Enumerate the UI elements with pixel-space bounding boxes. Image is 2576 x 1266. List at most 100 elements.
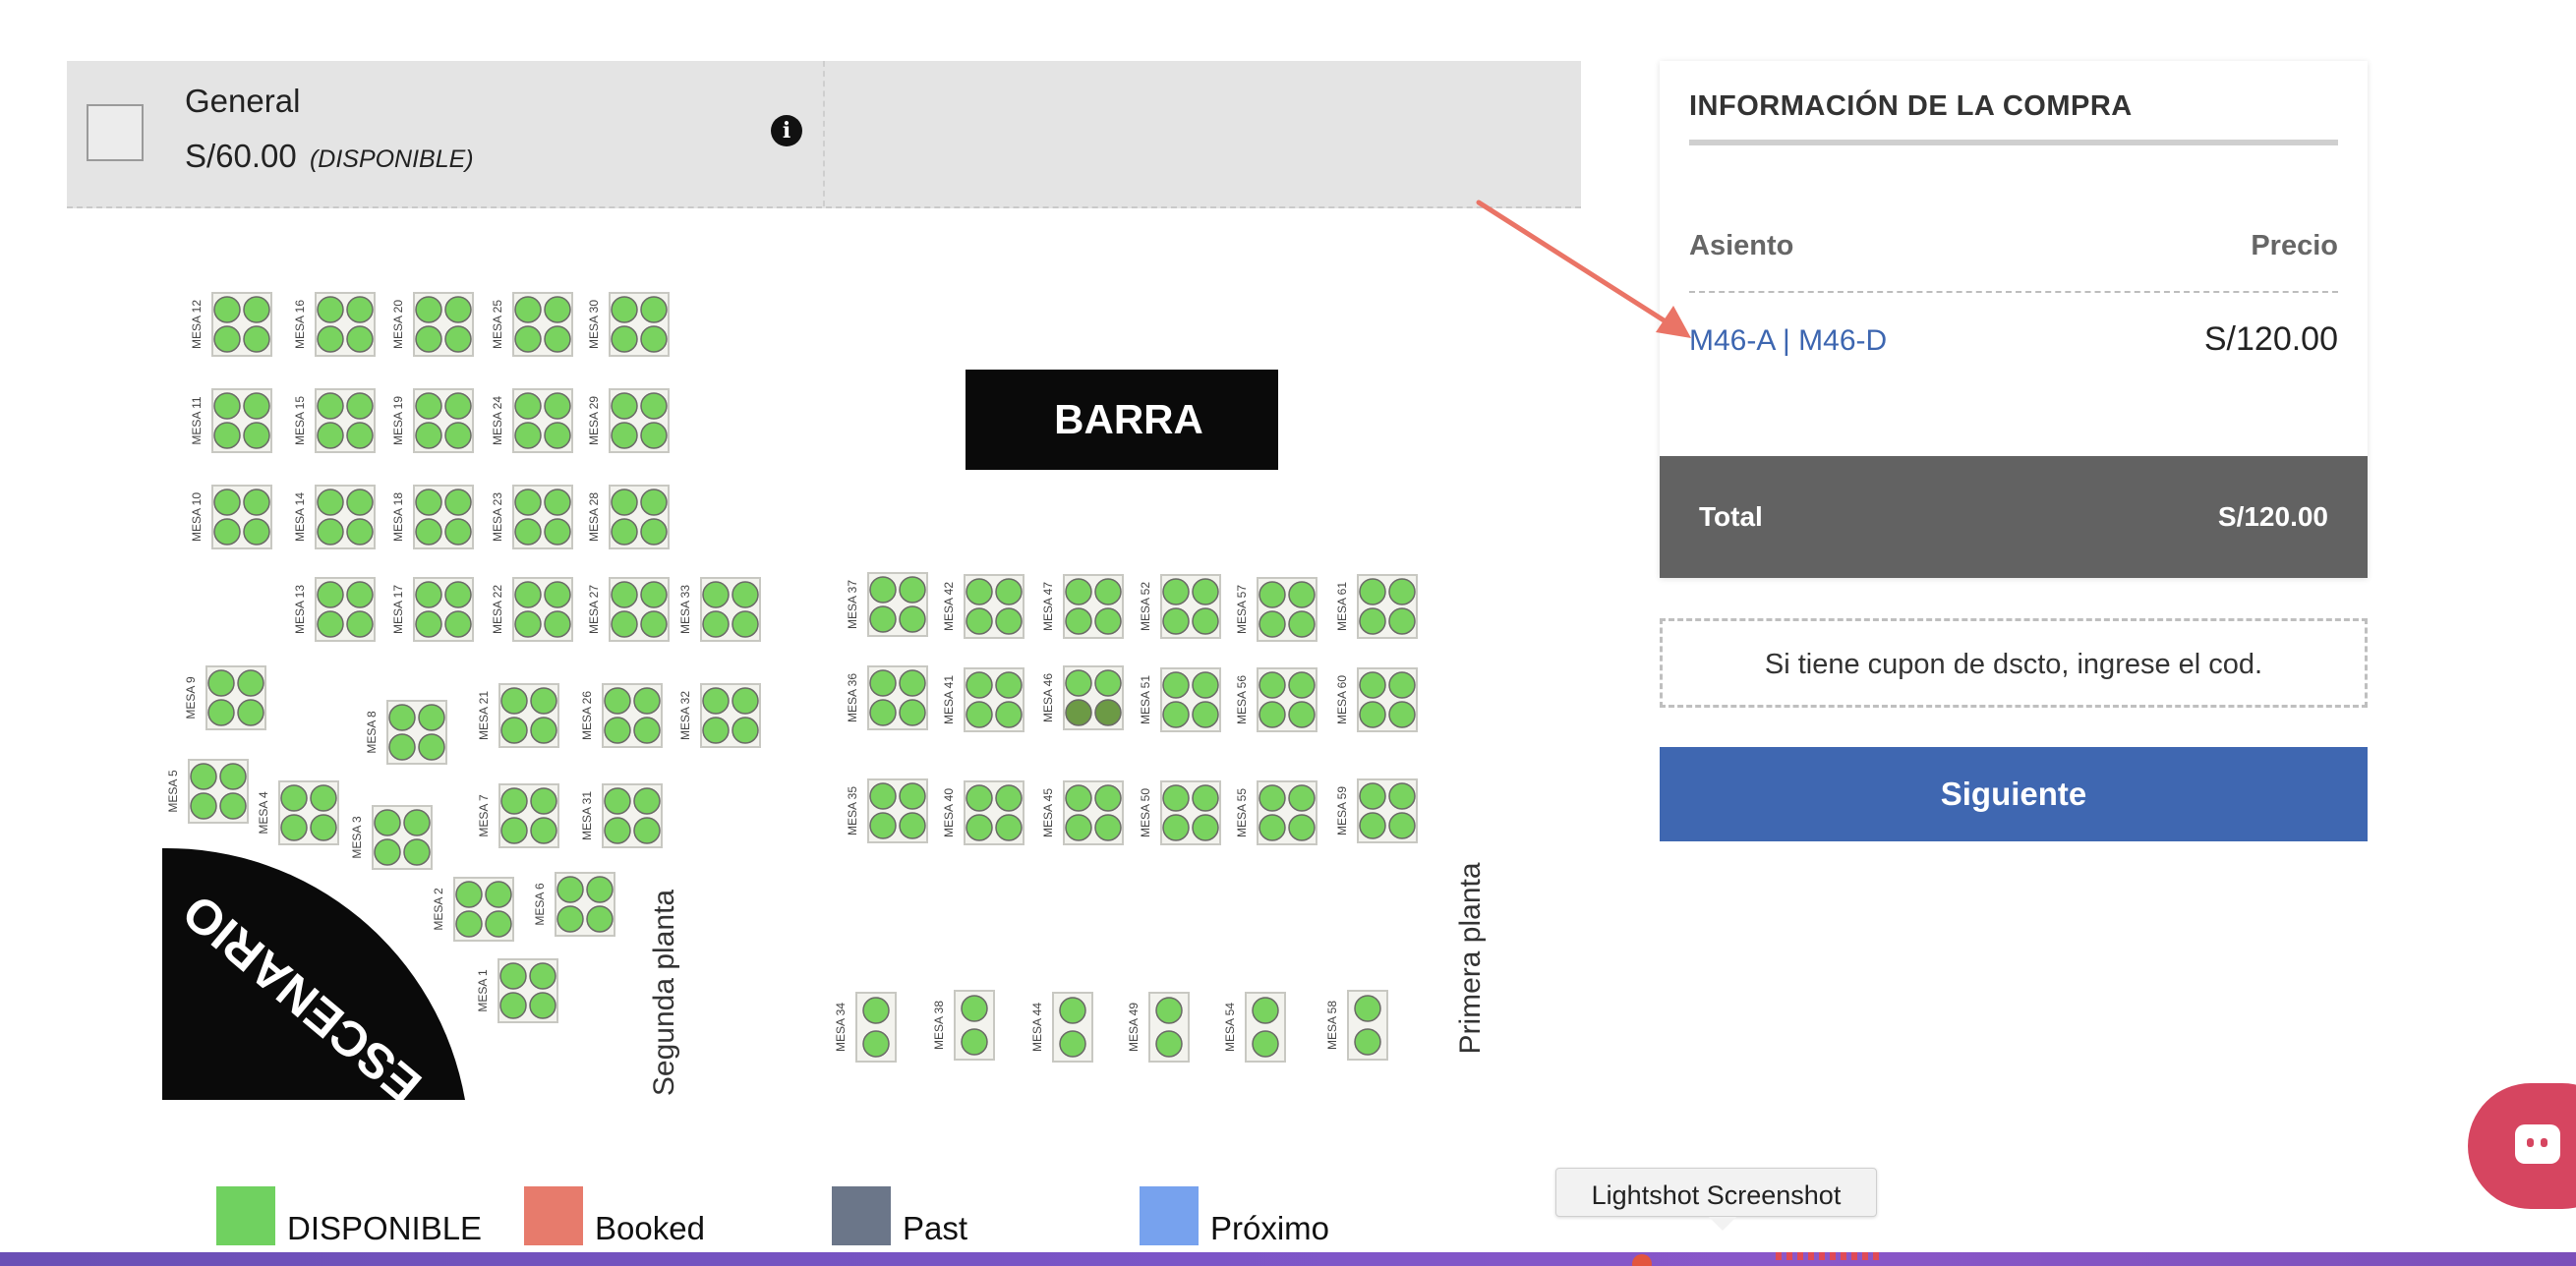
seat[interactable] — [529, 992, 556, 1019]
seat[interactable] — [317, 489, 344, 516]
seat[interactable] — [415, 392, 442, 420]
next-button[interactable]: Siguiente — [1660, 747, 2368, 841]
chat-bot-button[interactable] — [2468, 1083, 2576, 1209]
seat[interactable] — [869, 699, 897, 726]
table-mesa-36[interactable]: MESA 36 — [846, 665, 928, 730]
seat[interactable] — [530, 787, 557, 815]
seat[interactable] — [280, 784, 308, 812]
seat[interactable] — [415, 610, 442, 638]
seat[interactable] — [415, 422, 442, 449]
seat[interactable] — [611, 518, 638, 546]
seat[interactable] — [611, 489, 638, 516]
seat[interactable] — [317, 610, 344, 638]
seat[interactable] — [869, 669, 897, 697]
table-mesa-22[interactable]: MESA 22 — [491, 577, 573, 642]
seat[interactable] — [1288, 784, 1316, 812]
table-mesa-41[interactable]: MESA 41 — [942, 667, 1025, 732]
seat[interactable] — [1094, 578, 1122, 605]
seat[interactable] — [207, 699, 235, 726]
seat[interactable] — [869, 782, 897, 810]
selected-seats-link[interactable]: M46-A | M46-D — [1689, 324, 1888, 357]
seat[interactable] — [702, 610, 730, 638]
seat[interactable] — [640, 296, 668, 323]
seat[interactable] — [611, 325, 638, 353]
seat[interactable] — [444, 422, 472, 449]
table-mesa-51[interactable]: MESA 51 — [1139, 667, 1221, 732]
seat[interactable] — [611, 581, 638, 608]
seat[interactable] — [702, 581, 730, 608]
seat[interactable] — [1288, 671, 1316, 699]
info-icon[interactable]: i — [771, 115, 802, 146]
seat[interactable] — [444, 518, 472, 546]
coupon-code-field[interactable]: Si tiene cupon de dscto, ingrese el cod. — [1660, 618, 2368, 708]
seat[interactable] — [243, 392, 270, 420]
table-mesa-2[interactable]: MESA 2 — [432, 877, 514, 942]
seat[interactable] — [243, 422, 270, 449]
seat[interactable] — [243, 518, 270, 546]
table-mesa-15[interactable]: MESA 15 — [293, 388, 376, 453]
seat[interactable] — [966, 578, 993, 605]
seat[interactable] — [1192, 784, 1219, 812]
table-mesa-58[interactable]: MESA 58 — [1325, 990, 1388, 1061]
seat[interactable] — [1288, 581, 1316, 608]
table-mesa-29[interactable]: MESA 29 — [587, 388, 670, 453]
seat[interactable] — [611, 296, 638, 323]
seat[interactable] — [995, 578, 1023, 605]
table-mesa-11[interactable]: MESA 11 — [190, 388, 272, 453]
seat[interactable] — [869, 605, 897, 633]
table-mesa-25[interactable]: MESA 25 — [491, 292, 573, 357]
table-mesa-16[interactable]: MESA 16 — [293, 292, 376, 357]
seat[interactable] — [530, 817, 557, 844]
ticket-select-checkbox[interactable] — [87, 104, 144, 161]
seat[interactable] — [1059, 1030, 1086, 1058]
seat[interactable] — [1354, 995, 1381, 1022]
seat[interactable] — [499, 992, 527, 1019]
seat[interactable] — [444, 325, 472, 353]
table-mesa-49[interactable]: MESA 49 — [1127, 992, 1190, 1063]
seat[interactable] — [966, 784, 993, 812]
seat[interactable] — [310, 814, 337, 841]
table-mesa-60[interactable]: MESA 60 — [1335, 667, 1418, 732]
seat[interactable] — [485, 910, 512, 938]
seat[interactable] — [1094, 607, 1122, 635]
table-mesa-61[interactable]: MESA 61 — [1335, 574, 1418, 639]
seat[interactable] — [243, 325, 270, 353]
seat[interactable] — [514, 296, 542, 323]
seat[interactable] — [1388, 607, 1416, 635]
seat[interactable] — [418, 704, 445, 731]
seat[interactable] — [280, 814, 308, 841]
seat[interactable] — [1162, 578, 1190, 605]
seat[interactable] — [1388, 578, 1416, 605]
table-mesa-19[interactable]: MESA 19 — [391, 388, 474, 453]
seat[interactable] — [1065, 814, 1092, 841]
seat[interactable] — [995, 814, 1023, 841]
seat[interactable] — [415, 518, 442, 546]
seat[interactable] — [1065, 578, 1092, 605]
seat[interactable] — [444, 489, 472, 516]
table-mesa-38[interactable]: MESA 38 — [932, 990, 995, 1061]
seat[interactable] — [1162, 607, 1190, 635]
seat[interactable] — [1192, 814, 1219, 841]
seat[interactable] — [346, 610, 374, 638]
table-mesa-10[interactable]: MESA 10 — [190, 485, 272, 549]
seat[interactable] — [213, 422, 241, 449]
seat[interactable] — [899, 605, 926, 633]
seat[interactable] — [1259, 814, 1286, 841]
seat[interactable] — [633, 717, 661, 744]
seat[interactable] — [1259, 701, 1286, 728]
table-mesa-4[interactable]: MESA 4 — [257, 780, 339, 845]
seat[interactable] — [732, 687, 759, 715]
seat[interactable] — [213, 489, 241, 516]
seat[interactable] — [1065, 669, 1092, 697]
seat[interactable] — [1192, 578, 1219, 605]
seat[interactable] — [418, 733, 445, 761]
table-mesa-40[interactable]: MESA 40 — [942, 780, 1025, 845]
table-mesa-8[interactable]: MESA 8 — [365, 700, 447, 765]
seat[interactable] — [604, 717, 631, 744]
table-mesa-24[interactable]: MESA 24 — [491, 388, 573, 453]
taskbar-app-icon[interactable] — [1632, 1254, 1652, 1266]
seat[interactable] — [556, 876, 584, 903]
seat[interactable] — [500, 817, 528, 844]
seat[interactable] — [1288, 701, 1316, 728]
seat[interactable] — [1359, 607, 1386, 635]
